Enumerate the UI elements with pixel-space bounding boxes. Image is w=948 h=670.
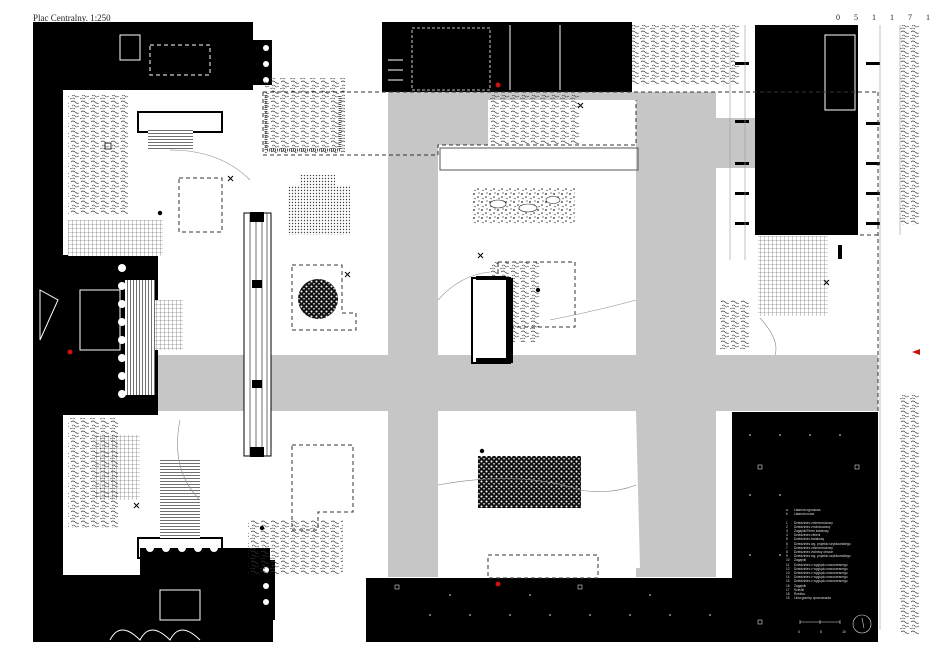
legend-item: 6 Dziedziniec wg. projektu szybkowskiego bbox=[786, 542, 886, 546]
entrance-markers bbox=[67, 82, 920, 587]
legend-text: Dziedziniec żwirowy obszar bbox=[794, 550, 833, 555]
scalebar-label: 0 bbox=[798, 630, 800, 634]
path-east-stub bbox=[700, 118, 755, 168]
legend-item: 5 Dziedziniec kwiatowy bbox=[786, 537, 886, 541]
legend-text: Latarnia nowa bbox=[794, 512, 815, 517]
scalebar-label: 10 bbox=[842, 630, 846, 634]
long-bench bbox=[243, 212, 272, 457]
north-building bbox=[382, 22, 632, 92]
legend-number: 11 bbox=[786, 562, 790, 567]
legend-number: 2 bbox=[786, 524, 788, 529]
legend-number: 19 bbox=[786, 596, 790, 601]
scale-numbers: 0 5 1 1 7 1 bbox=[836, 13, 936, 22]
legend-number: b bbox=[786, 512, 788, 517]
legend-text: Dziedziniec wg. projektu szybkowskiego bbox=[794, 541, 851, 546]
legend-text: Dziedziniec z wyglądu nowoczesnego bbox=[794, 579, 848, 584]
legend-text: Zagajnik bbox=[794, 583, 807, 588]
legend-text: Dziedziniec z wyglądu nowoczesnego bbox=[794, 575, 848, 580]
legend-number: 5 bbox=[786, 537, 788, 542]
legend-number: 10 bbox=[786, 558, 790, 563]
legend-item: 12 Dziedziniec z wyglądu nowoczesnego bbox=[786, 567, 886, 571]
legend-number: a bbox=[786, 508, 788, 512]
path-vertical-left bbox=[388, 92, 438, 577]
legend-number: 8 bbox=[786, 550, 788, 555]
legend-item: 2 Dziedziniec zróżnicowany bbox=[786, 525, 886, 529]
legend-item: 15 Dziedziniec z wyglądu nowoczesnego bbox=[786, 579, 886, 583]
legend-item: 16 Zagajnik bbox=[786, 584, 886, 588]
legend-number: 9 bbox=[786, 554, 788, 559]
legend-number: 4 bbox=[786, 533, 788, 538]
legend-text: Rzeźba bbox=[794, 592, 805, 597]
legend-text: Latarnia ogrodowa bbox=[794, 508, 821, 512]
legend-number: 1 bbox=[786, 520, 788, 525]
legend-text: Zagajnik bbox=[794, 558, 807, 563]
legend-number: 15 bbox=[786, 579, 790, 584]
legend-text: Dziedziniec z wyglądu nowoczesnego bbox=[794, 571, 848, 576]
planting-beds bbox=[288, 175, 581, 508]
legend-text: Dziedziniec z wyglądu nowoczesnego bbox=[794, 562, 848, 567]
legend-item: 11 Dziedziniec z wyglądu nowoczesnego bbox=[786, 563, 886, 567]
legend-item: 17 Ścieżki bbox=[786, 588, 886, 592]
legend-number: 12 bbox=[786, 566, 790, 571]
legend-text: Dziedziniec zmiennościowy bbox=[794, 520, 833, 525]
legend-text: Linia granicy opracowania bbox=[794, 596, 831, 601]
legend-item: 13 Dziedziniec z wyglądu nowoczesnego bbox=[786, 571, 886, 575]
legend-number: 7 bbox=[786, 545, 788, 550]
legend-text: Ścieżki bbox=[794, 587, 805, 592]
legend-text: Dziedziniec kwiatowy bbox=[794, 537, 825, 542]
legend-item: 3 Zagajnik/Teren kwiatowy bbox=[786, 529, 886, 533]
legend-item: 4 Dziedziniec zieleni bbox=[786, 533, 886, 537]
legend-item: b Latarnia nowa bbox=[786, 512, 886, 516]
legend-text: Zagajnik/Teren kwiatowy bbox=[794, 529, 829, 534]
pavilion bbox=[471, 276, 513, 364]
scalebar-label: 5 bbox=[820, 630, 822, 634]
legend-item: 1 Dziedziniec zmiennościowy bbox=[786, 521, 886, 525]
legend-item: 8 Dziedziniec żwirowy obszar bbox=[786, 550, 886, 554]
legend-number: 14 bbox=[786, 575, 790, 580]
legend-item: 18 Rzeźba bbox=[786, 592, 886, 596]
legend-item: 10 Zagajnik bbox=[786, 558, 886, 562]
legend-item: 14 Dziedziniec z wyglądu nowoczesnego bbox=[786, 575, 886, 579]
legend-text: Dziedziniec wg. projektu szybkowskiego bbox=[794, 554, 851, 559]
legend-number: 17 bbox=[786, 587, 790, 592]
legend-text: Dziedziniec zieleni bbox=[794, 533, 821, 538]
legend-number: 16 bbox=[786, 583, 790, 588]
legend-number: 18 bbox=[786, 592, 790, 597]
legend-item: 7 Dziedziniec zmiennościowy bbox=[786, 546, 886, 550]
legend-item: 9 Dziedziniec wg. projektu szybkowskiego bbox=[786, 554, 886, 558]
legend-item: a Latarnia ogrodowa bbox=[786, 508, 886, 512]
path-vertical-right bbox=[636, 92, 716, 577]
legend-text: Dziedziniec z wyglądu nowoczesnego bbox=[794, 566, 848, 571]
legend-number: 3 bbox=[786, 529, 788, 534]
legend-number: 6 bbox=[786, 541, 788, 546]
scalebar-labels: 0 5 10 bbox=[798, 630, 846, 634]
terrace-north bbox=[68, 220, 163, 256]
east-building bbox=[729, 25, 901, 630]
plan-title: Plac Centralny. 1:250 bbox=[33, 13, 111, 23]
legend-item: 19 Linia granicy opracowania bbox=[786, 596, 886, 600]
legend-text: Dziedziniec zróżnicowany bbox=[794, 524, 831, 529]
legend-text: Dziedziniec zmiennościowy bbox=[794, 545, 833, 550]
south-east-block bbox=[366, 412, 878, 642]
legend-number: 13 bbox=[786, 571, 790, 576]
